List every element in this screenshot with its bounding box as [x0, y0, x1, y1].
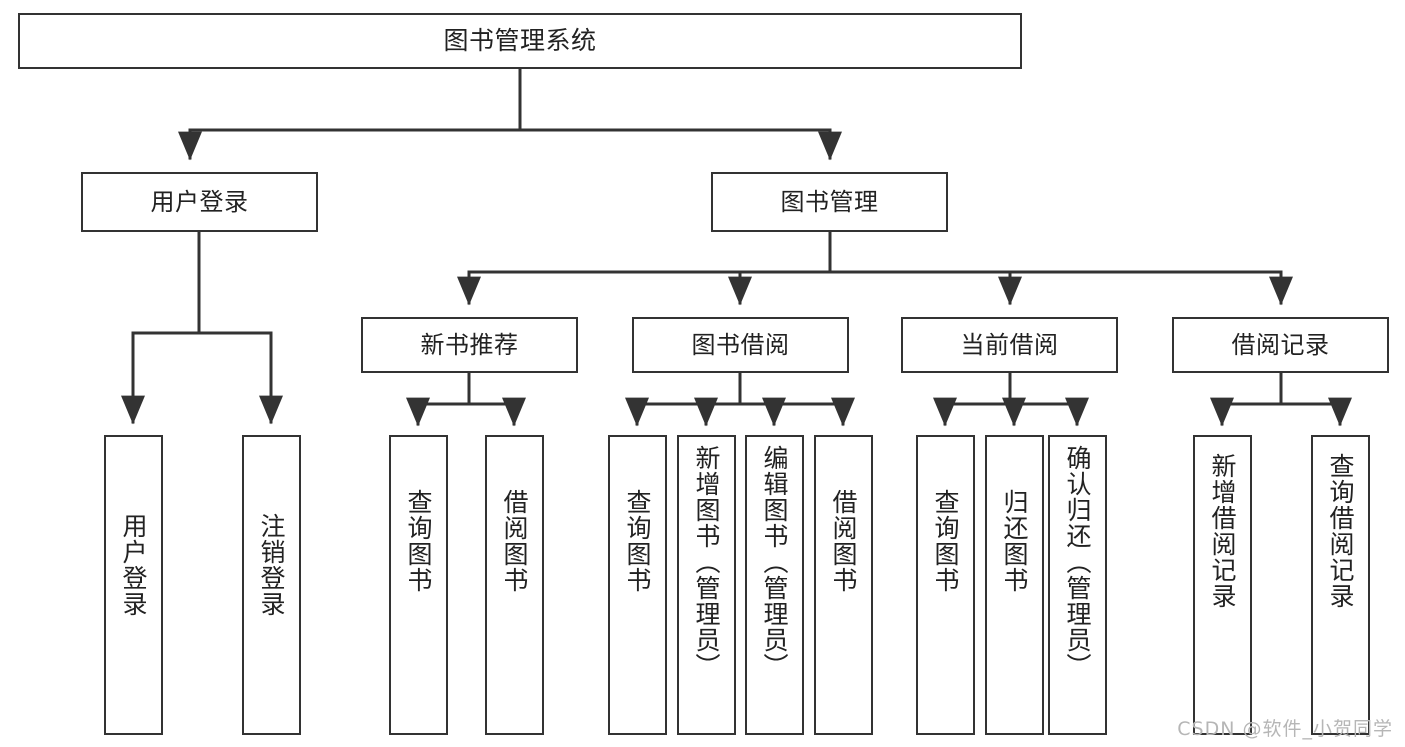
node-leaf-return-book-label: 归还图书	[1000, 489, 1029, 593]
node-borrow-record-label: 借阅记录	[1231, 330, 1330, 359]
node-leaf-borrow-book-recommend[interactable]: 借阅图书	[485, 435, 544, 735]
node-current-borrow[interactable]: 当前借阅	[901, 317, 1118, 373]
node-leaf-user-login[interactable]: 用户登录	[104, 435, 163, 735]
node-user-login[interactable]: 用户登录	[81, 172, 318, 232]
node-new-book-recommend-label: 新书推荐	[420, 330, 519, 359]
node-leaf-confirm-return-admin[interactable]: 确认归还（管理员）	[1048, 435, 1107, 735]
node-leaf-query-borrow-record-label: 查询借阅记录	[1326, 453, 1355, 609]
node-leaf-borrow-book-recommend-label: 借阅图书	[500, 489, 529, 593]
node-book-borrow[interactable]: 图书借阅	[632, 317, 849, 373]
node-leaf-query-book-recommend[interactable]: 查询图书	[389, 435, 448, 735]
node-leaf-query-book-current[interactable]: 查询图书	[916, 435, 975, 735]
node-new-book-recommend[interactable]: 新书推荐	[361, 317, 578, 373]
node-borrow-record[interactable]: 借阅记录	[1172, 317, 1389, 373]
node-leaf-add-borrow-record[interactable]: 新增借阅记录	[1193, 435, 1252, 735]
node-leaf-logout-label: 注销登录	[257, 513, 286, 617]
node-leaf-query-book-borrow[interactable]: 查询图书	[608, 435, 667, 735]
node-leaf-query-book-recommend-label: 查询图书	[404, 489, 433, 593]
node-leaf-edit-book-admin-label: 编辑图书（管理员）	[760, 445, 789, 679]
node-user-login-label: 用户登录	[150, 187, 249, 216]
csdn-watermark: CSDN @软件_小贺同学	[1177, 718, 1393, 740]
node-leaf-logout[interactable]: 注销登录	[242, 435, 301, 735]
node-leaf-query-book-current-label: 查询图书	[931, 489, 960, 593]
node-book-management-label: 图书管理	[780, 187, 879, 216]
node-leaf-confirm-return-admin-label: 确认归还（管理员）	[1063, 445, 1092, 679]
node-leaf-add-book-admin-label: 新增图书（管理员）	[692, 445, 721, 679]
node-leaf-borrow-book-label: 借阅图书	[829, 489, 858, 593]
node-leaf-add-borrow-record-label: 新增借阅记录	[1208, 453, 1237, 609]
node-leaf-borrow-book[interactable]: 借阅图书	[814, 435, 873, 735]
node-leaf-query-book-borrow-label: 查询图书	[623, 489, 652, 593]
node-leaf-return-book[interactable]: 归还图书	[985, 435, 1044, 735]
node-leaf-query-borrow-record[interactable]: 查询借阅记录	[1311, 435, 1370, 735]
node-leaf-user-login-label: 用户登录	[119, 513, 148, 617]
node-root-system[interactable]: 图书管理系统	[18, 13, 1022, 69]
node-book-borrow-label: 图书借阅	[691, 330, 790, 359]
node-root-system-label: 图书管理系统	[443, 26, 597, 55]
node-leaf-edit-book-admin[interactable]: 编辑图书（管理员）	[745, 435, 804, 735]
node-current-borrow-label: 当前借阅	[960, 330, 1059, 359]
node-leaf-add-book-admin[interactable]: 新增图书（管理员）	[677, 435, 736, 735]
node-book-management[interactable]: 图书管理	[711, 172, 948, 232]
